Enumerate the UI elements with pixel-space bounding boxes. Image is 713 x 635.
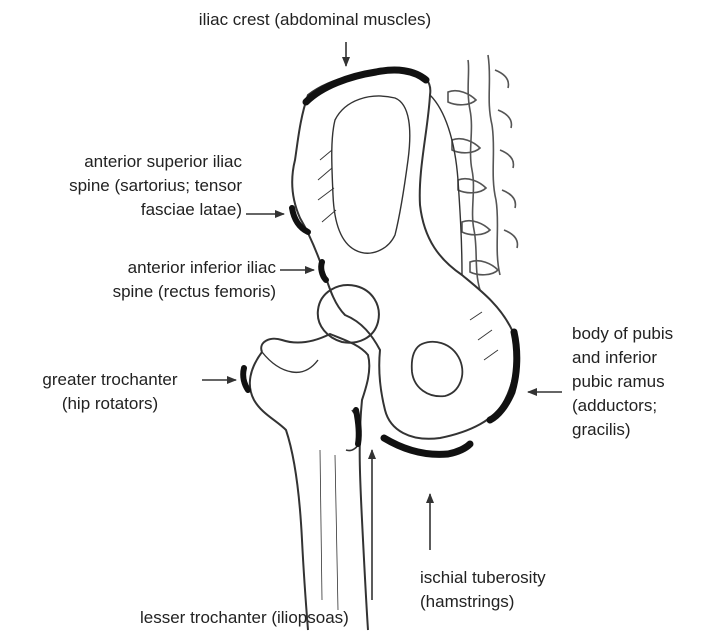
spine-illustration [448,55,517,290]
label-line: (adductors; [572,394,702,418]
label-body-of-pubis: body of pubis and inferior pubic ramus (… [572,322,702,442]
pubis-marker [490,332,517,420]
label-ischial-tuberosity: ischial tuberosity (hamstrings) [420,566,590,614]
lesser-trochanter-marker [356,410,359,444]
aiis-marker [321,262,326,280]
label-greater-trochanter: greater trochanter (hip rotators) [20,368,200,416]
label-iliac-crest: iliac crest (abdominal muscles) [170,8,460,32]
label-line: anterior superior iliac [20,150,242,174]
label-aiis: anterior inferior iliac spine (rectus fe… [60,256,276,304]
label-line: lesser trochanter (iliopsoas) [140,606,400,630]
greater-trochanter-marker [243,368,248,390]
pelvis-illustration [292,71,516,439]
ischial-tuberosity-marker [384,438,470,454]
label-line: greater trochanter [20,368,200,392]
asis-marker [292,208,308,232]
femur-illustration [250,285,379,630]
label-line: spine (sartorius; tensor [20,174,242,198]
label-line: anterior inferior iliac [60,256,276,280]
label-line: pubic ramus [572,370,702,394]
label-line: iliac crest (abdominal muscles) [170,8,460,32]
label-line: spine (rectus femoris) [60,280,276,304]
label-line: fasciae latae) [20,198,242,222]
label-line: ischial tuberosity [420,566,590,590]
label-lesser-trochanter: lesser trochanter (iliopsoas) [140,606,400,630]
label-line: (hamstrings) [420,590,590,614]
label-line: (hip rotators) [20,392,200,416]
label-asis: anterior superior iliac spine (sartorius… [20,150,242,222]
label-line: gracilis) [572,418,702,442]
label-line: and inferior [572,346,702,370]
label-line: body of pubis [572,322,702,346]
